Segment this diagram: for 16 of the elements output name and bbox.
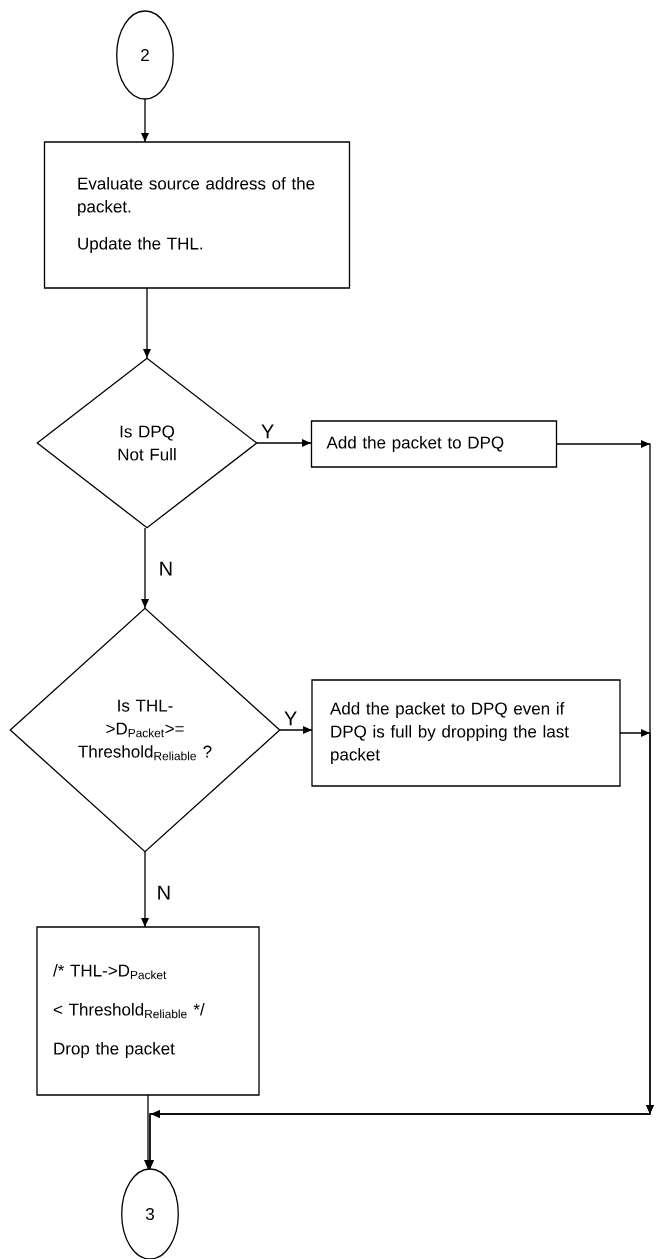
process-box: Add the packet to DPQ even if DPQ is full by dropping the last packet (311, 679, 621, 787)
arrow (279, 726, 313, 734)
edge-label: N (155, 884, 173, 901)
process-box: /* THL->D$_{Packet}$ < Threshold$_{Reliable}$ */ Drop the packet (36, 926, 260, 1096)
arrow (141, 98, 149, 143)
arrow (146, 729, 654, 1170)
process-box: Add the packet to DPQ (310, 420, 558, 468)
arrow (144, 1094, 152, 1170)
edge-label: N (157, 560, 175, 577)
edge-label: Y (283, 710, 299, 727)
arrow (143, 287, 151, 359)
arrow (256, 439, 313, 447)
arrow (141, 851, 149, 928)
edge-label: Y (260, 423, 276, 440)
arrow (141, 527, 149, 609)
process-box: Evaluate source address of the packet. Update the THL. (43, 141, 351, 289)
